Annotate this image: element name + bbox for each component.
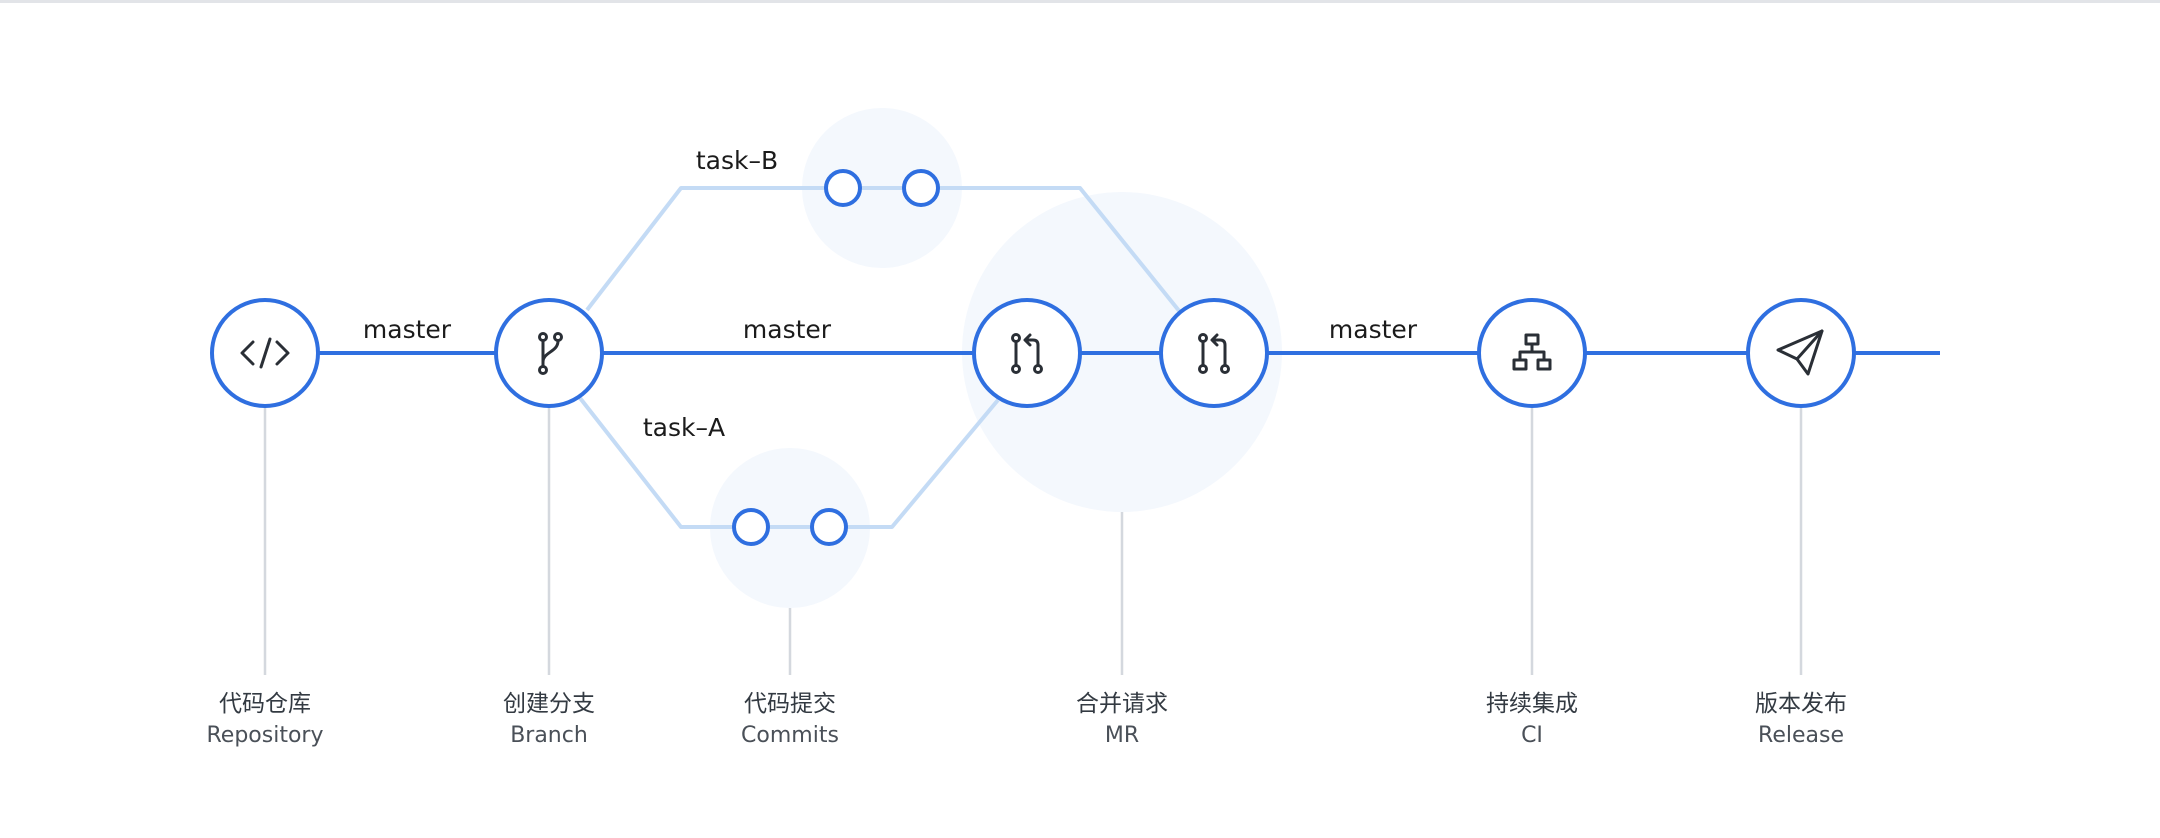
step-title-zh: 代码提交 [744, 691, 836, 717]
step-label-branch: 创建分支 Branch [419, 688, 679, 752]
master-label-3: master [1329, 315, 1418, 344]
step-title-zh: 版本发布 [1755, 691, 1847, 717]
merge-request-node-2[interactable] [1159, 298, 1269, 408]
step-label-repository: 代码仓库 Repository [135, 688, 395, 752]
step-label-mr: 合并请求 MR [992, 688, 1252, 752]
step-label-ci: 持续集成 CI [1402, 688, 1662, 752]
master-label-1: master [363, 315, 452, 344]
merge-request-node-1[interactable] [972, 298, 1082, 408]
step-title-en: MR [1104, 723, 1140, 748]
task-b-commit-dot-2 [902, 169, 940, 207]
code-icon [240, 337, 290, 369]
step-title-en: Branch [510, 723, 588, 748]
task-b-commit-dot-1 [824, 169, 862, 207]
step-title-en: Release [1758, 723, 1844, 748]
sitemap-icon [1512, 333, 1552, 371]
master-label-2: master [743, 315, 832, 344]
task-a-commit-dot-1 [732, 508, 770, 546]
task-a-label: task–A [643, 413, 725, 442]
task-a-commit-dot-2 [810, 508, 848, 546]
step-title-zh: 代码仓库 [219, 691, 311, 717]
step-title-zh: 持续集成 [1486, 691, 1578, 717]
step-title-zh: 合并请求 [1076, 691, 1168, 717]
step-title-en: Commits [741, 723, 839, 748]
merge-request-icon [1198, 333, 1230, 374]
step-title-en: Repository [206, 723, 324, 748]
top-divider [0, 0, 2160, 3]
merge-request-icon [1011, 333, 1043, 374]
branch-icon [538, 332, 563, 375]
task-b-label: task–B [696, 146, 778, 175]
task-a-branch-line [578, 396, 1000, 529]
step-title-zh: 创建分支 [503, 691, 595, 717]
step-label-release: 版本发布 Release [1671, 688, 1931, 752]
step-label-commits: 代码提交 Commits [660, 688, 920, 752]
task-b-branch-line [585, 186, 1182, 314]
step-title-en: CI [1521, 723, 1543, 748]
paper-plane-icon [1776, 329, 1824, 376]
